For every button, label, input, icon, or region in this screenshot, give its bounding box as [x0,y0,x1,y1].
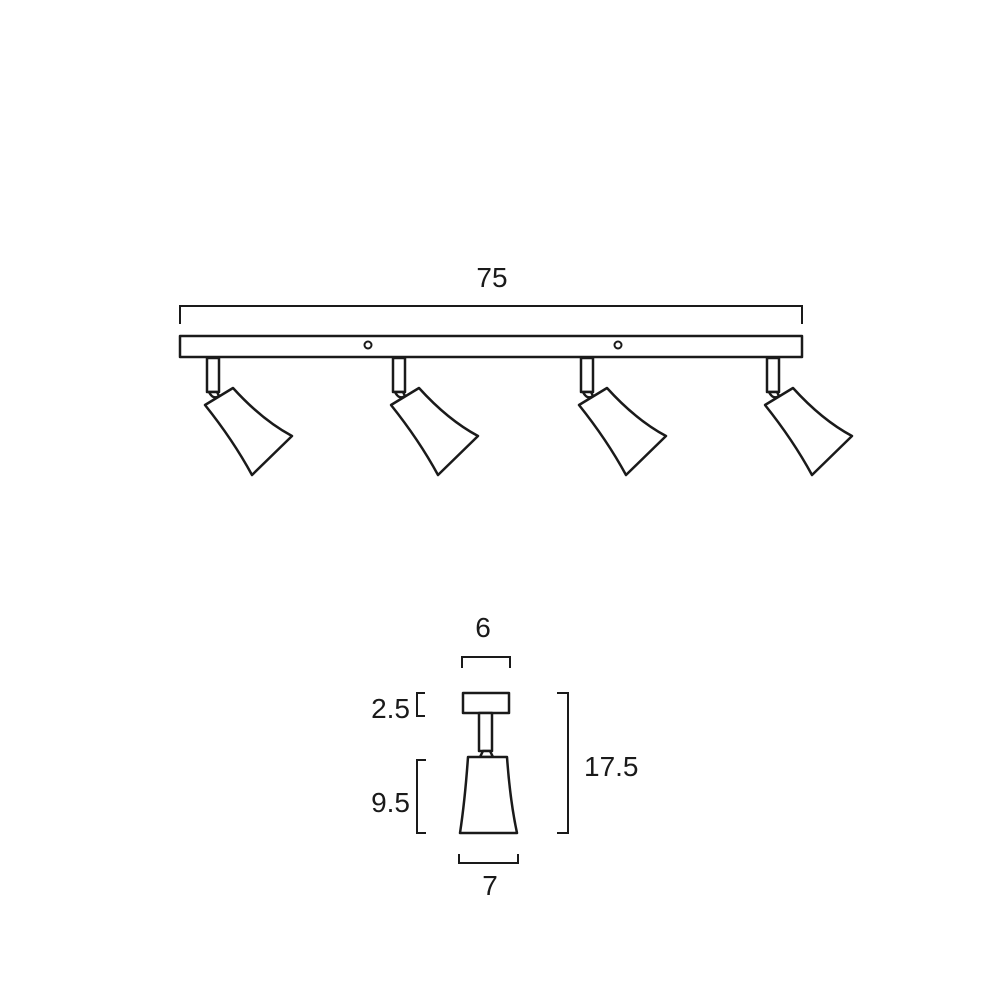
spotlight-stem [391,356,407,394]
shade-width-label: 7 [482,870,498,901]
spotlight-stem [765,356,781,394]
spotlight [389,356,480,477]
shade-width-bracket [458,854,519,864]
total-length-bracket [179,305,803,324]
spotlight-stem [205,356,221,394]
spotlight-stem [579,356,595,394]
total-length-label: 75 [476,262,507,293]
spotlight-shade [389,386,480,477]
mount-hole [363,340,373,350]
canopy-height-bracket [416,692,425,717]
canopy-width-label: 6 [475,612,491,643]
shade-height-label: 9.5 [371,787,410,818]
canopy [461,691,511,715]
shade [458,755,519,835]
canopy-height-label: 2.5 [371,693,410,724]
overall-height-bracket [557,692,569,834]
spotlight-shade [763,386,854,477]
track-bar [178,334,804,359]
canopy-width-bracket [461,656,511,668]
spotlight [763,356,854,477]
spotlight-shade [203,386,294,477]
mount-hole [613,340,623,350]
spotlight-shade [577,386,668,477]
shade-height-bracket [416,759,426,834]
overall-height-label: 17.5 [584,751,639,782]
stem [477,711,494,753]
spotlight [577,356,668,477]
spotlight [203,356,294,477]
